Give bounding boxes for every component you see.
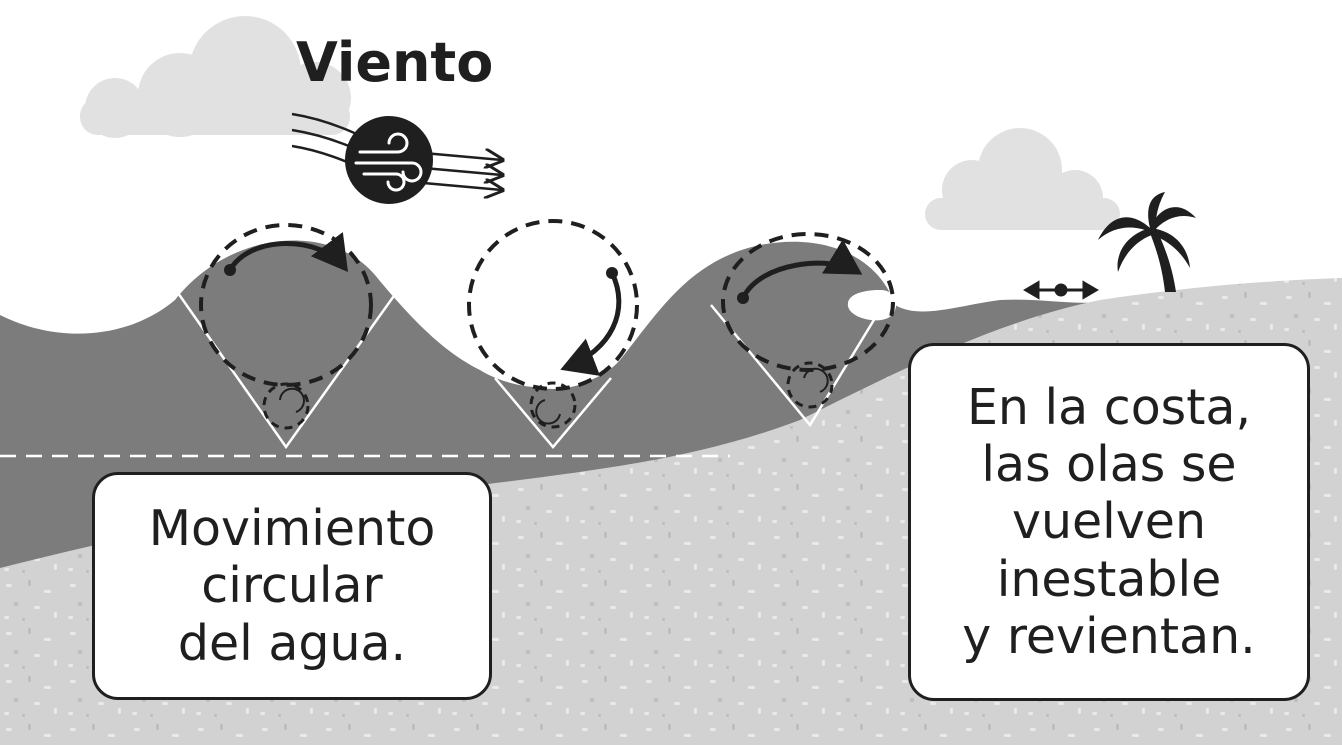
callout-left-line: circular: [201, 557, 383, 615]
callout-circular-motion: Movimiento circular del agua.: [92, 472, 492, 700]
palm-tree-icon: [1098, 192, 1196, 292]
callout-right-line: y revientan.: [962, 607, 1256, 665]
cloud-icon: [925, 128, 1120, 230]
callout-left-line: del agua.: [177, 614, 407, 672]
wind-label: Viento: [296, 31, 494, 94]
double-arrow-icon: [1023, 280, 1099, 300]
wave-orbit-3: [710, 232, 895, 428]
wave-orbit-2: [467, 219, 639, 449]
callout-right-line: En la costa,: [966, 378, 1252, 436]
callout-right-line: vuelven: [1011, 493, 1206, 551]
callout-breaking-waves: En la costa, las olas se vuelven inestab…: [908, 343, 1310, 701]
wind-icon: [345, 116, 433, 204]
wave-foam: [847, 290, 897, 321]
callout-right-line: inestable: [996, 550, 1222, 608]
callout-right-line: las olas se: [981, 436, 1237, 493]
callout-left-line: Movimiento: [148, 500, 436, 557]
wave-orbit-1: [176, 223, 398, 450]
